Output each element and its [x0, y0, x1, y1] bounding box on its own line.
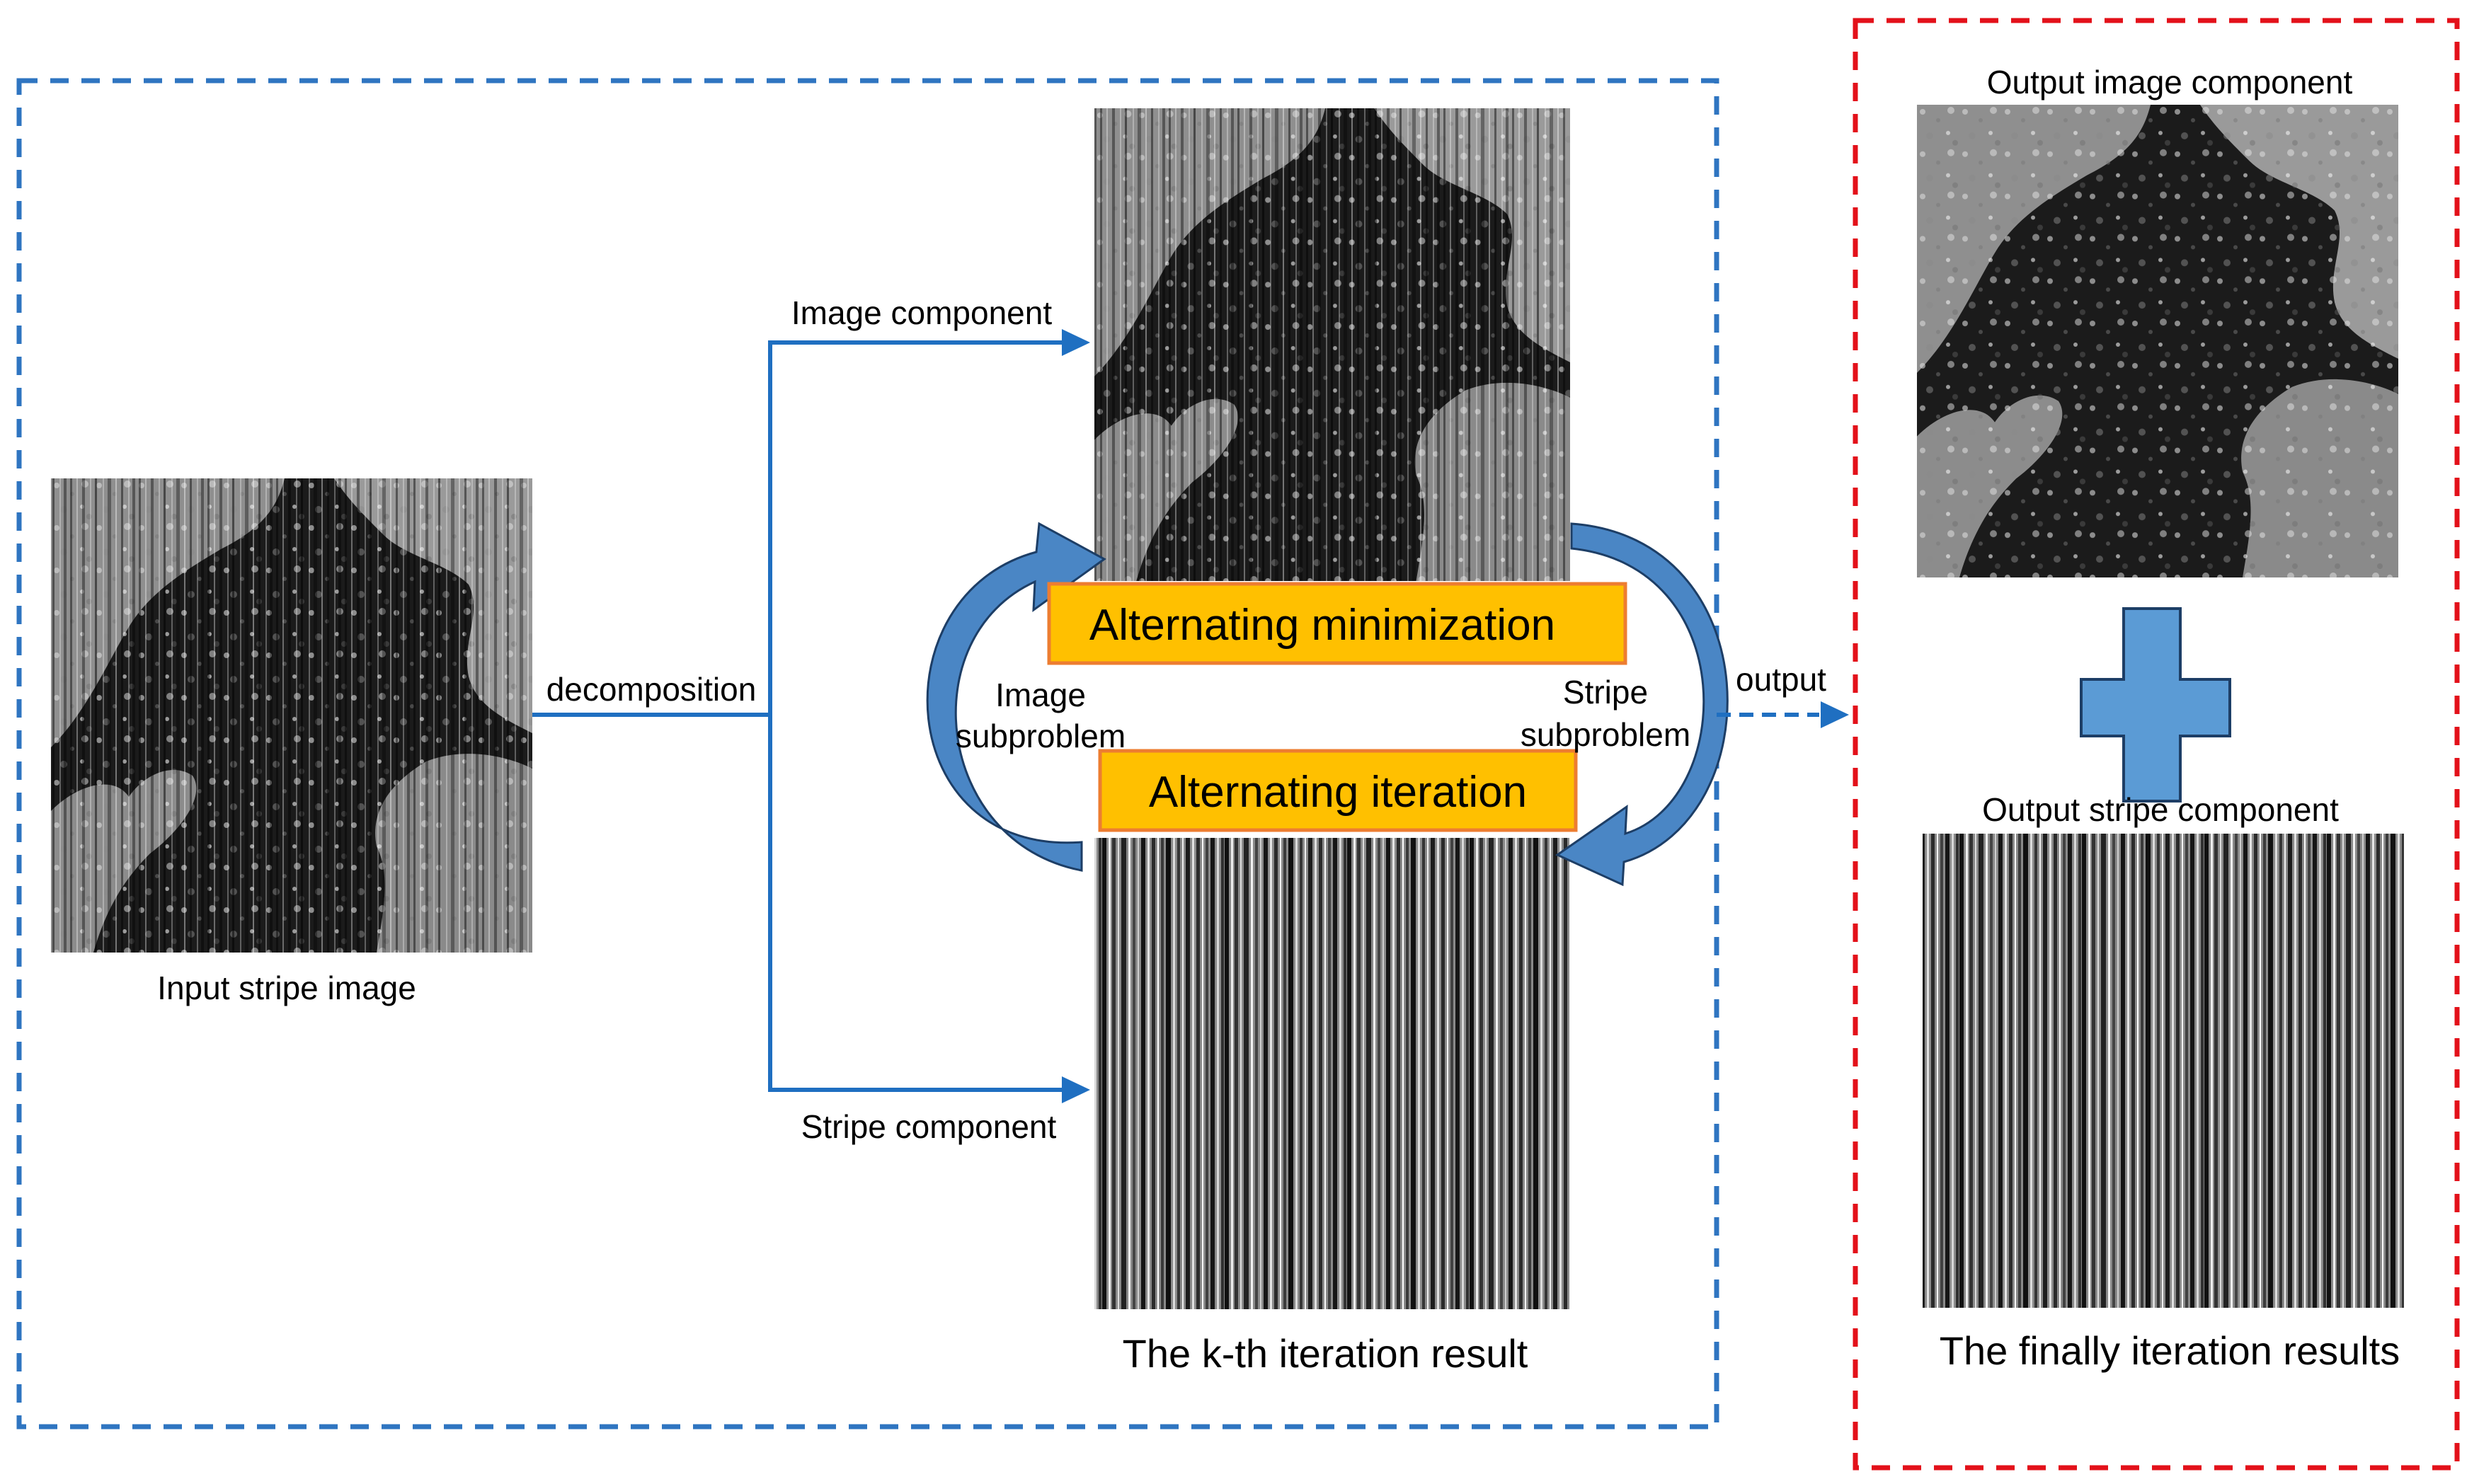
kth-caption: The k-th iteration result: [1123, 1331, 1528, 1376]
cycle-arrows: [926, 522, 1729, 887]
stripe-subproblem-line1: Stripe: [1563, 674, 1648, 711]
input-stripe-image: [51, 478, 532, 953]
curved-arrow-icon: [926, 522, 1106, 872]
input-caption: Input stripe image: [157, 970, 416, 1006]
decomposition-label: decomposition: [546, 671, 757, 708]
output-image-title: Output image component: [1987, 64, 2353, 100]
stripe-component-label: Stripe component: [801, 1108, 1057, 1145]
output-stripe-component: [1923, 834, 2404, 1308]
decomposition-connector: [532, 340, 1063, 1092]
arrowhead-icon: [1062, 329, 1090, 356]
arrowhead-icon: [1821, 701, 1849, 728]
image-subproblem-line1: Image: [995, 677, 1086, 713]
alternating-iteration-label: Alternating iteration: [1149, 768, 1527, 817]
plus-icon: [2080, 607, 2231, 803]
arrowhead-icon: [1062, 1076, 1090, 1103]
alternating-minimization-box: [1047, 582, 1627, 665]
output-image-component: [1917, 105, 2398, 577]
image-component-label: Image component: [791, 294, 1052, 331]
alternating-minimization-label: Alternating minimization: [1089, 601, 1555, 650]
output-label: output: [1736, 661, 1826, 698]
kth-image-component: [1094, 108, 1570, 581]
final-caption: The finally iteration results: [1940, 1328, 2400, 1373]
output-frame: [1853, 18, 2460, 1471]
image-subproblem-line2: subproblem: [956, 718, 1126, 754]
curved-arrow-icon: [1555, 522, 1729, 887]
alternating-iteration-box: [1098, 749, 1578, 832]
stripe-subproblem-line2: subproblem: [1521, 716, 1690, 753]
kth-stripe-component: [1094, 838, 1570, 1309]
output-stripe-title: Output stripe component: [1982, 791, 2339, 828]
